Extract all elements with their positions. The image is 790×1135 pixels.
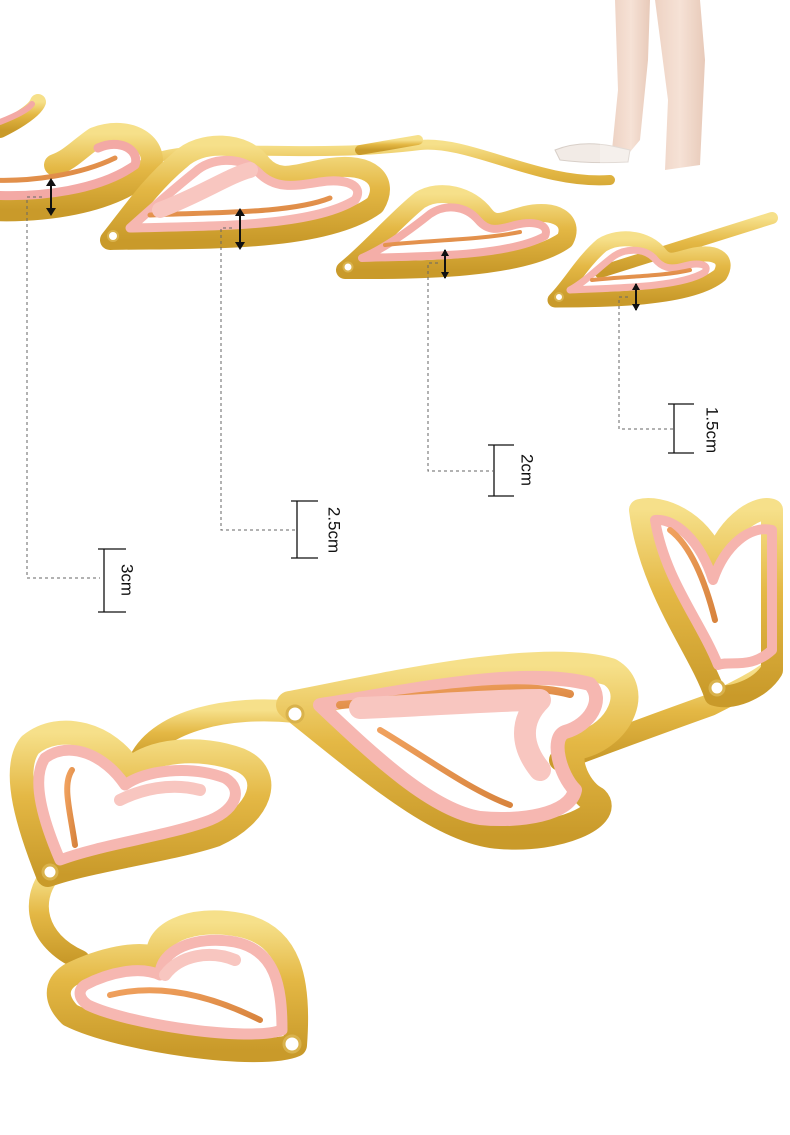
dimension-label-1-5cm: 1.5cm: [703, 407, 722, 453]
heart-closeup-left: [9, 720, 272, 887]
model-legs: [554, 0, 790, 180]
heart-closeup-bottom: [46, 910, 309, 1063]
heart-2cm: [336, 185, 577, 280]
leader-lines: [26, 196, 673, 579]
heart-2-5cm: [100, 135, 390, 250]
scale-brackets: [98, 403, 694, 613]
dimension-label-2cm: 2cm: [518, 454, 537, 486]
heart-3cm: [0, 94, 163, 222]
double-arrow-icon: [46, 178, 56, 216]
heart-closeup-right: [629, 498, 783, 708]
garland-top: [0, 94, 778, 308]
dimension-label-2-5cm: 2.5cm: [325, 507, 344, 553]
double-arrow-icon: [441, 249, 449, 279]
dimension-label-3cm: 3cm: [118, 564, 137, 596]
heart-closeup-large: [276, 651, 639, 850]
double-arrow-icon: [235, 208, 245, 250]
double-arrow-icon: [632, 283, 640, 311]
measure-arrows: [46, 178, 640, 311]
heart-1-5cm: [547, 231, 731, 308]
garland-closeup: [9, 498, 790, 1063]
